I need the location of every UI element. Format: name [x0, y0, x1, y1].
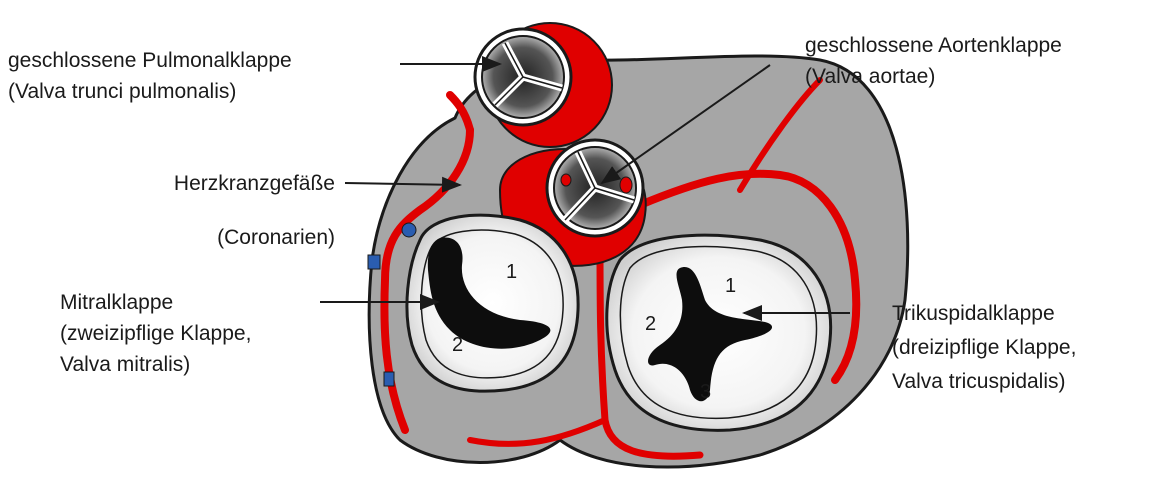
blue-marker: [368, 255, 380, 269]
label-pulmonal-line2: (Valva trunci pulmonalis): [8, 78, 236, 105]
pulmonary-valve: [475, 29, 571, 125]
tricuspid-cusp-1: 1: [725, 275, 736, 297]
blue-dot: [402, 223, 416, 237]
label-coronar-line2: (Coronarien): [217, 224, 335, 251]
label-mitral-line2: (zweizipflige Klappe,: [60, 320, 251, 347]
label-aorta-line1: geschlossene Aortenklappe: [805, 32, 1062, 59]
tricuspid-valve: [607, 235, 831, 430]
label-mitral-line1: Mitralklappe: [60, 289, 173, 316]
label-trikuspidal-line1: Trikuspidalklappe: [892, 300, 1055, 327]
mitral-cusp-2: 2: [452, 334, 463, 356]
label-aorta-line2: (Valva aortae): [805, 63, 935, 90]
label-coronar-line1: Herzkranzgefäße: [174, 170, 335, 197]
mitral-valve: [407, 215, 578, 391]
label-trikuspidal-line2: (dreizipflige Klappe,: [892, 334, 1076, 361]
mitral-cusp-1: 1: [506, 261, 517, 283]
label-pulmonal-line1: geschlossene Pulmonalklappe: [8, 47, 292, 74]
blue-marker: [384, 372, 394, 386]
tricuspid-cusp-3: 3: [700, 381, 711, 403]
label-mitral-line3: Valva mitralis): [60, 351, 190, 378]
aortic-valve: [547, 140, 643, 236]
label-trikuspidal-line3: Valva tricuspidalis): [892, 368, 1066, 395]
tricuspid-cusp-2: 2: [645, 313, 656, 335]
